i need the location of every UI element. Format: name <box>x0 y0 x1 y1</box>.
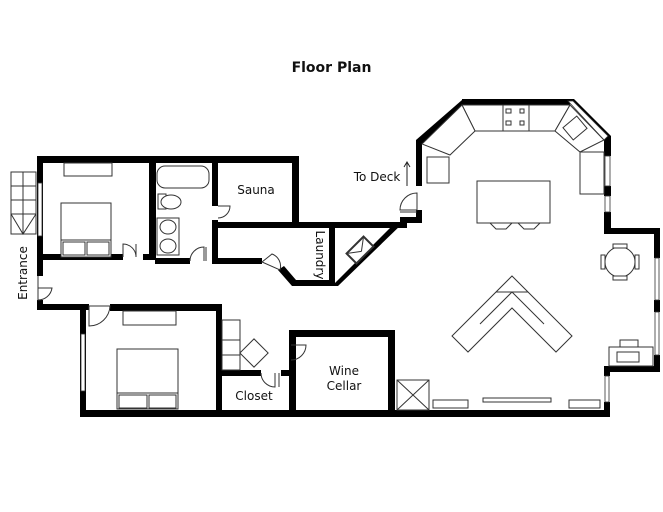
kitchen-counters <box>421 104 605 230</box>
room-label-cellar: Cellar <box>327 379 362 393</box>
to-deck-label: To Deck <box>353 170 401 184</box>
room-label-wine: Wine <box>329 364 359 378</box>
desk <box>608 339 654 367</box>
hall-storage <box>221 319 269 371</box>
washer <box>345 235 375 265</box>
bathroom-fixtures <box>156 165 210 256</box>
dining-table <box>600 243 640 281</box>
up-arrow-icon <box>403 161 411 186</box>
entrance-steps <box>10 171 37 235</box>
windows <box>37 100 660 403</box>
living-bottom-furniture <box>396 379 601 411</box>
room-label-laundry: Laundry <box>313 231 327 280</box>
doors <box>37 192 418 388</box>
room-label-closet: Closet <box>235 389 273 403</box>
sectional-sofa <box>451 275 573 353</box>
entrance-label: Entrance <box>16 246 30 300</box>
bedroom-2-furniture <box>116 310 179 410</box>
walls <box>37 99 660 417</box>
bedroom-1-furniture <box>60 162 113 258</box>
room-label-sauna: Sauna <box>237 183 275 197</box>
page-title: Floor Plan <box>291 60 372 76</box>
